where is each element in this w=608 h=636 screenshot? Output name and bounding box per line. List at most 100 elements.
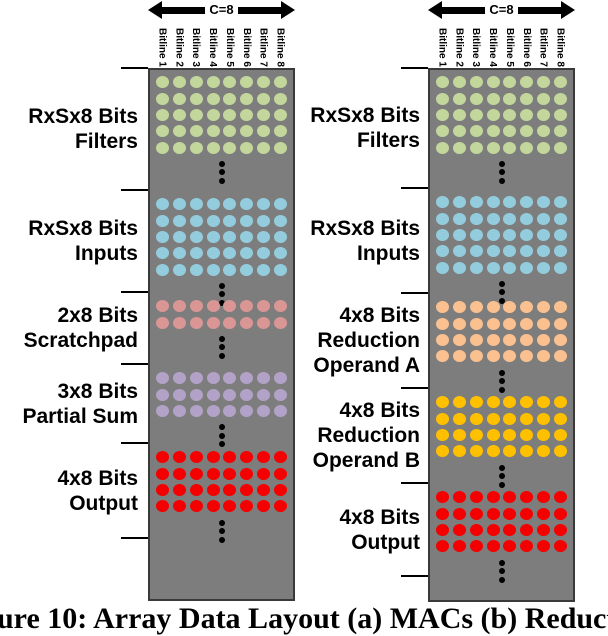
output-bit-dot (240, 451, 254, 464)
bitline-label: Bitline 7 (257, 28, 269, 67)
output-bit-dot (257, 451, 271, 464)
inputs-bit-dot (553, 196, 567, 209)
output-bit-dot (257, 500, 271, 513)
ellipsis-dot (498, 378, 505, 385)
arrow-c-label: C=8 (489, 2, 514, 17)
inputs-bit-dot (223, 198, 237, 211)
reduction-operand-b-bit-dot (469, 428, 483, 441)
section-filters (430, 70, 573, 190)
reduction-operand-a-bit-dot (537, 301, 551, 314)
vertical-ellipsis-icon (150, 519, 293, 543)
reduction-operand-b-bit-dot (537, 396, 551, 409)
filters-bit-dot (503, 141, 517, 154)
filters-bit-dot (486, 76, 500, 89)
dot-row-filters (430, 140, 573, 156)
filters-bit-dot (240, 125, 254, 138)
ellipsis-dot (498, 289, 505, 296)
output-bit-dot (469, 507, 483, 520)
inputs-bit-dot (172, 247, 186, 260)
inputs-bit-dot (172, 230, 186, 243)
filters-bit-dot (156, 92, 169, 105)
bitline-label: Bitline 6 (520, 28, 532, 67)
filters-bit-dot (520, 76, 534, 89)
ellipsis-dot (218, 291, 225, 298)
dot-row-filters (150, 140, 293, 156)
vertical-ellipsis-icon (150, 160, 293, 184)
inputs-bit-dot (469, 245, 483, 258)
dot-row-inputs (430, 260, 573, 276)
section-boundary-tick (121, 189, 148, 191)
filters-bit-dot (469, 92, 483, 105)
reduction-operand-b-bit-dot (520, 396, 534, 409)
inputs-bit-dot (156, 214, 169, 227)
dot-row-reduction-operand-b (430, 410, 573, 426)
ellipsis-dot (498, 169, 505, 176)
inputs-bit-dot (520, 196, 534, 209)
filters-bit-dot (240, 141, 254, 154)
inputs-bit-dot (172, 214, 186, 227)
inputs-bit-dot (273, 247, 287, 260)
filters-bit-dot (503, 108, 517, 121)
label-line: Output (69, 491, 138, 515)
reduction-operand-b-bit-dot (553, 428, 567, 441)
scratchpad-bit-dot (257, 316, 271, 329)
panel-b-array (428, 68, 575, 602)
filters-bit-dot (436, 92, 449, 105)
inputs-bit-dot (537, 228, 551, 241)
inputs-bit-dot (553, 261, 567, 274)
output-bit-dot (520, 523, 534, 536)
filters-bit-dot (206, 125, 220, 138)
scratchpad-bit-dot (206, 316, 220, 329)
filters-bit-dot (452, 108, 466, 121)
reduction-operand-b-bit-dot (436, 396, 449, 409)
filters-bit-dot (469, 141, 483, 154)
output-bit-dot (553, 540, 567, 553)
inputs-bit-dot (240, 198, 254, 211)
filters-bit-dot (436, 108, 449, 121)
dot-row-reduction-operand-b (430, 427, 573, 443)
reduction-operand-b-bit-dot (486, 445, 500, 458)
section-boundary-tick (121, 537, 148, 539)
arrow-right-shaft (517, 6, 561, 14)
inputs-bit-dot (537, 212, 551, 225)
partial-sum-bit-dot (257, 404, 271, 417)
reduction-operand-b-bit-dot (503, 396, 517, 409)
reduction-operand-a-bit-dot (469, 301, 483, 314)
reduction-operand-a-bit-dot (452, 301, 466, 314)
scratchpad-bit-dot (257, 300, 271, 313)
inputs-bit-dot (206, 247, 220, 260)
partial-sum-bit-dot (273, 404, 287, 417)
section-partial-sum (150, 366, 293, 448)
filters-bit-dot (273, 141, 287, 154)
label-line: RxSx8 Bits (310, 216, 420, 240)
reduction-operand-a-bit-dot (553, 333, 567, 346)
partial-sum-bit-dot (240, 372, 254, 385)
vertical-ellipsis-icon (150, 282, 293, 306)
ellipsis-dot (498, 576, 505, 583)
reduction-operand-a-bit-dot (553, 301, 567, 314)
reduction-operand-a-bit-dot (436, 333, 449, 346)
reduction-operand-a-bit-dot (486, 350, 500, 363)
inputs-bit-dot (156, 230, 169, 243)
output-bit-dot (156, 500, 169, 513)
filters-bit-dot (223, 108, 237, 121)
filters-bit-dot (436, 125, 449, 138)
inputs-bit-dot (520, 212, 534, 225)
dot-row-scratchpad (150, 314, 293, 330)
inputs-bit-dot (189, 247, 203, 260)
reduction-operand-a-bit-dot (503, 301, 517, 314)
label-line: Operand B (312, 449, 420, 472)
filters-bit-dot (240, 108, 254, 121)
ellipsis-dot (218, 299, 225, 306)
scratchpad-bit-dot (206, 300, 220, 313)
section-boundary-tick (401, 387, 428, 389)
section-boundary-tick (401, 292, 428, 294)
inputs-bit-dot (486, 261, 500, 274)
section-reduction-operand-a (430, 295, 573, 393)
ellipsis-dot (498, 464, 505, 471)
reduction-operand-a-bit-dot (537, 317, 551, 330)
